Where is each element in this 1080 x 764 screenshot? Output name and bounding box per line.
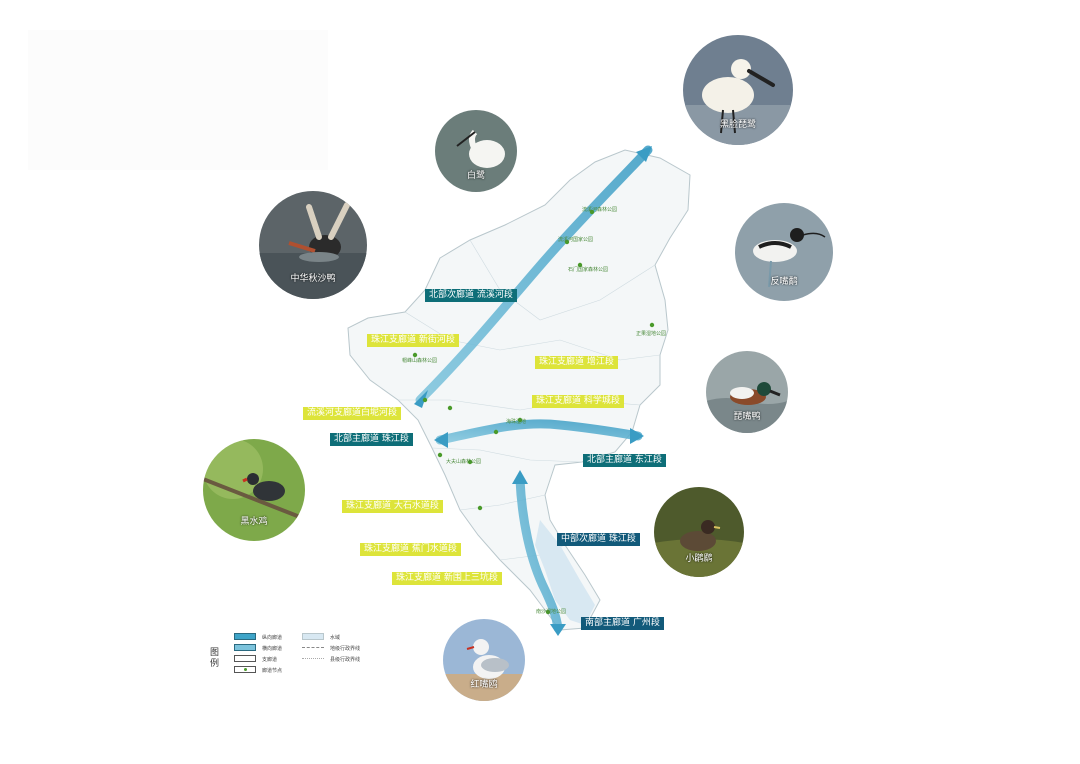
node-label: 石门国家森林公园: [568, 267, 609, 273]
arrow-middle-tail: [550, 624, 566, 636]
bird-gull: 红嘴鸥: [443, 619, 525, 701]
legend-item: 县级行政界线: [330, 657, 361, 663]
label-zhujiang-xinjie: 珠江支廊道 新街河段: [367, 334, 459, 347]
egret-illustration: [435, 110, 517, 192]
node: [564, 239, 570, 245]
label-north-main-dongjiang: 北部主廊道 东江段: [583, 454, 666, 467]
label-north-main-zhujiang: 北部主廊道 珠江段: [330, 433, 413, 446]
node: [545, 609, 551, 615]
avocet-illustration: [735, 203, 833, 301]
node-label: 大夫山森林公园: [446, 459, 482, 465]
bird-moorhen: 黑水鸡: [203, 439, 305, 541]
arrow-north-secondary-tail: [414, 390, 428, 408]
label-south-main-guangzhou: 南部主廊道 广州段: [581, 617, 664, 630]
node: [422, 397, 428, 403]
shoveler-illustration: [706, 351, 788, 433]
bird-name: 中华秋沙鸭: [290, 273, 336, 284]
bird-name: 红嘴鸥: [470, 679, 498, 690]
moorhen-illustration: [203, 439, 305, 541]
bird-name: 黑水鸡: [240, 516, 268, 527]
bird-black-faced-spoonbill: 黑脸琵鹭: [683, 35, 793, 145]
label-middle-secondary-zhujiang: 中部次廊道 珠江段: [557, 533, 640, 546]
node: [447, 405, 453, 411]
legend-item: 水域: [330, 635, 341, 641]
spoonbill-illustration: [683, 35, 793, 145]
label-zhujiang-xinweishangsan: 珠江支廊道 新围上三坑段: [392, 572, 502, 585]
legend-item: 地级行政界线: [330, 646, 361, 652]
legend-item: 支廊道: [262, 657, 278, 663]
label-zhujiang-zengjiang: 珠江支廊道 增江段: [535, 356, 618, 369]
map-region: [347, 149, 691, 631]
grebe-illustration: [654, 487, 744, 577]
legend-item: 廊道节点: [262, 668, 283, 674]
legend-item: 纵向廊道: [262, 635, 283, 641]
bird-avocet: 反嘴鹬: [735, 203, 833, 301]
legend-item: 横向廊道: [262, 646, 283, 652]
label-zhujiang-dashishui: 珠江支廊道 大石水道段: [342, 500, 443, 513]
label-zhujiang-jiaomen: 珠江支廊道 蕉门水道段: [360, 543, 461, 556]
legend-swatch-branch: [234, 655, 256, 662]
legend-swatch-water: [302, 633, 324, 640]
node-label: 南沙湿地公园: [536, 609, 567, 615]
bird-name: 反嘴鹬: [770, 277, 798, 288]
node: [493, 429, 499, 435]
node: [589, 209, 595, 215]
label-liuxi-baini: 流溪河支廊道白坭河段: [303, 407, 402, 420]
node: [412, 352, 418, 358]
bird-name: 小䴙䴘: [685, 554, 713, 565]
corridor-middle-secondary: [515, 475, 563, 633]
legend-swatch-prefecture-boundary: [302, 647, 324, 648]
legend: 图例 纵向廊道 横向廊道 支廊道 廊道节点 水域 地级行政界线 县级行政界线: [210, 633, 400, 683]
legend-swatch-node: [234, 666, 256, 673]
node: [467, 459, 473, 465]
label-zhujiang-kexuecheng: 珠江支廊道 科学城段: [532, 395, 624, 408]
node: [437, 452, 443, 458]
bird-name: 白鹭: [466, 170, 485, 181]
legend-title: 图例: [210, 648, 220, 669]
bird-shoveler: 琵嘴鸭: [706, 351, 788, 433]
label-north-secondary-liuxi: 北部次廊道 流溪河段: [425, 289, 517, 302]
node: [517, 417, 523, 423]
legend-swatch-transverse: [234, 644, 256, 651]
arrow-middle-head: [512, 470, 528, 484]
corridor-nodes: [412, 209, 655, 615]
node-label: 帽峰山森林公园: [402, 358, 438, 364]
bird-name: 琵嘴鸭: [733, 411, 761, 422]
corridor-north-main: [435, 419, 643, 445]
corridors: [414, 145, 653, 636]
node: [577, 262, 583, 268]
faint-title-panel: [28, 30, 328, 170]
arrow-north-main-tail: [434, 432, 448, 448]
arrow-north-main-head: [630, 428, 644, 444]
bird-egret: 白鹭: [435, 110, 517, 192]
node-label: 正果湿地公园: [636, 331, 667, 337]
legend-swatch-longitudinal: [234, 633, 256, 640]
node-label: 海珠湿地: [506, 419, 527, 425]
node-label: 流溪河森林公园: [582, 207, 618, 213]
node-label: 流溪河国家公园: [558, 237, 594, 243]
river-estuary: [535, 520, 595, 625]
gull-illustration: [443, 619, 525, 701]
bird-grebe: 小䴙䴘: [654, 487, 744, 577]
legend-swatch-county-boundary: [302, 658, 324, 659]
bird-name: 黑脸琵鹭: [719, 119, 756, 130]
node: [477, 505, 483, 511]
arrow-north-secondary-head: [636, 146, 652, 162]
bird-merganser: 中华秋沙鸭: [259, 191, 367, 299]
node: [649, 322, 655, 328]
corridor-north-secondary: [415, 145, 653, 405]
